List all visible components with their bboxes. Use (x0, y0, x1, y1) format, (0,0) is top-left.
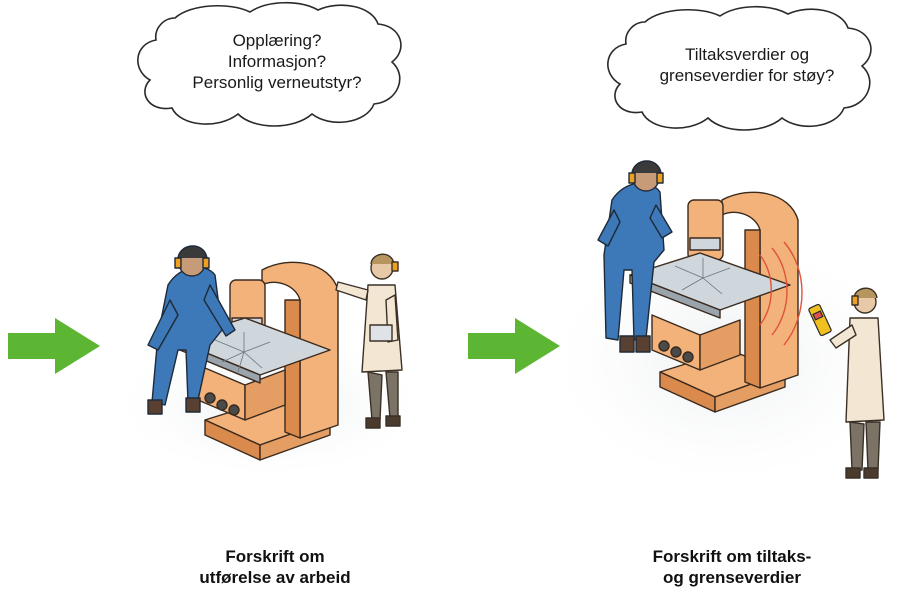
caption-line: Forskrift om tiltaks- (652, 547, 812, 566)
right-panel (468, 5, 895, 480)
thought-line: grenseverdier for støy? (659, 66, 835, 85)
arrow-right-icon (468, 318, 560, 374)
left-panel (8, 1, 420, 475)
noise-waves (759, 241, 803, 346)
sound-meter-icon (808, 303, 832, 337)
left-caption: Forskrift om utførelse av arbeid (145, 546, 405, 588)
thought-line: Opplæring? (232, 31, 322, 50)
caption-line: og grenseverdier (663, 568, 801, 587)
thought-line: Tiltaksverdier og (684, 45, 810, 64)
milling-machine-icon (629, 191, 799, 413)
worker-icon (597, 160, 673, 353)
inspector-icon (829, 287, 885, 479)
arrow-right-icon (8, 318, 100, 374)
worker-icon (147, 245, 236, 415)
right-caption: Forskrift om tiltaks- og grenseverdier (602, 546, 862, 588)
thought-cloud-icon (607, 5, 872, 131)
left-thought-text: Opplæring? Informasjon? Personlig verneu… (162, 30, 392, 93)
thought-line: Informasjon? (227, 52, 327, 71)
right-thought-text: Tiltaksverdier og grenseverdier for støy… (627, 44, 867, 86)
thought-cloud-icon (137, 1, 402, 127)
milling-machine-icon (174, 261, 339, 461)
caption-line: utførelse av arbeid (199, 568, 351, 587)
thought-line: Personlig verneutstyr? (192, 73, 362, 92)
inspector-icon (335, 253, 403, 429)
caption-line: Forskrift om (225, 547, 325, 566)
